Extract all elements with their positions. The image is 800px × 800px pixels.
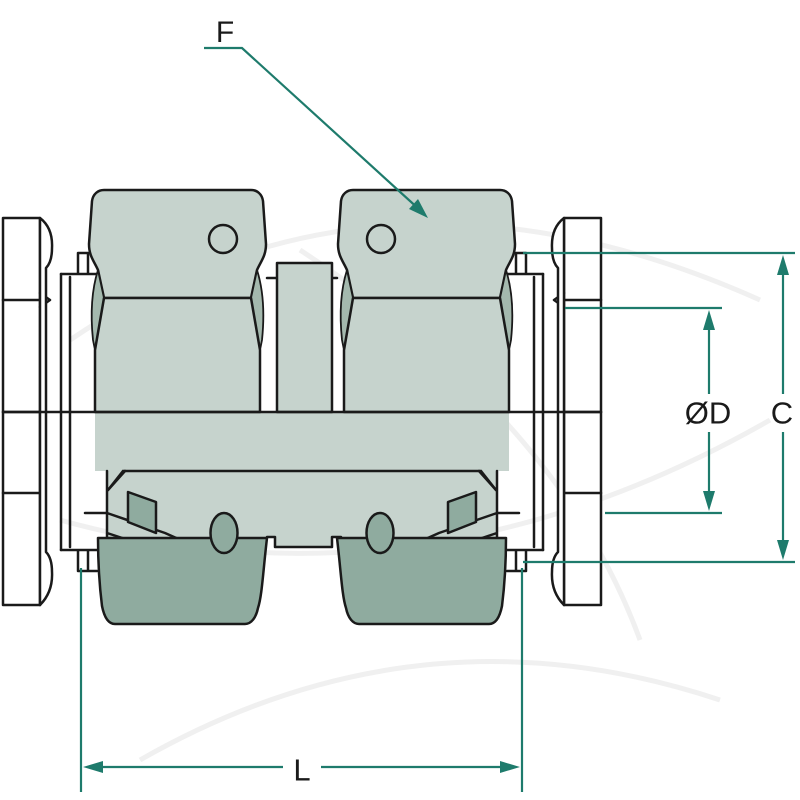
- bore-line: [106, 469, 498, 492]
- dimension-label-c: C: [771, 396, 793, 431]
- left-tube-neck: [38, 216, 54, 607]
- left-shoulder-top: [59, 251, 99, 276]
- l-arrow-right: [500, 761, 520, 773]
- c-arrow-up: [777, 255, 789, 275]
- dimension-c: [523, 251, 795, 564]
- fitting-drawing: [1, 188, 603, 626]
- d-arrow-up: [703, 310, 715, 330]
- lower-body-fill: [107, 471, 497, 547]
- left-nut-hole-section: [209, 511, 239, 555]
- c-arrow-down: [777, 540, 789, 560]
- l-arrow-left: [83, 761, 103, 773]
- center-body-block: [275, 261, 334, 414]
- left-nut-section: [96, 536, 269, 626]
- watermark-arc: [138, 659, 721, 763]
- center-bottom-step: [265, 535, 343, 549]
- d-arrow-down: [703, 491, 715, 511]
- f-leader-line: [204, 46, 422, 212]
- dimension-label-f: F: [216, 16, 234, 49]
- f-arrowhead: [409, 199, 428, 218]
- dimension-d: [565, 306, 722, 515]
- fitting-right-half: [325, 188, 603, 626]
- left-shoulder-bottom: [59, 548, 99, 573]
- dimension-l: [79, 568, 524, 792]
- dimension-f: [204, 46, 428, 218]
- center-band-fill: [95, 412, 509, 471]
- dimension-annotations: [79, 46, 795, 792]
- left-nut-face: [93, 296, 262, 414]
- left-nut-hole: [207, 223, 239, 255]
- dimension-label-l: L: [293, 753, 310, 788]
- left-cutting-ring: [126, 490, 158, 535]
- left-nut-top: [87, 188, 268, 300]
- fitting-left-half: [1, 188, 279, 626]
- dimension-label-diameter: ØD: [685, 396, 732, 431]
